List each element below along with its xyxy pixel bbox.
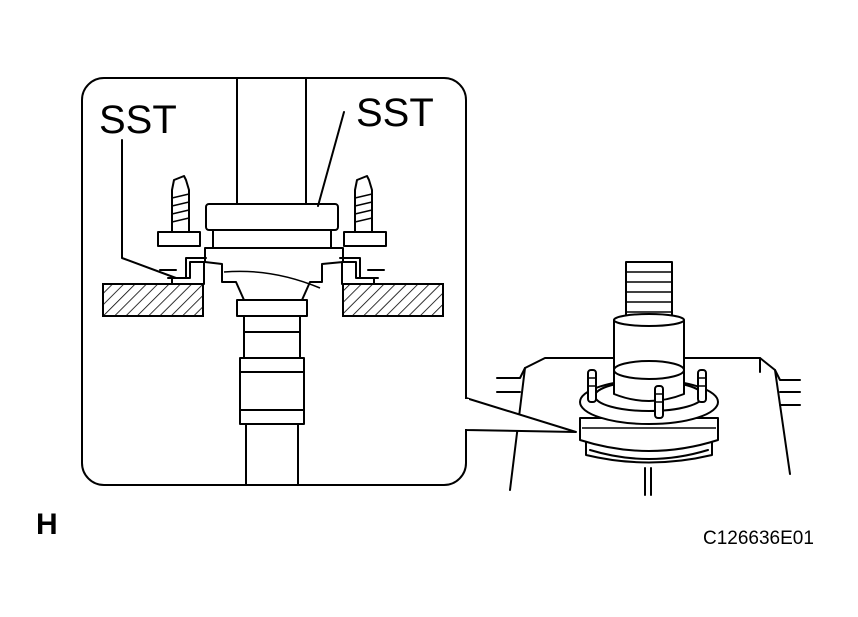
sst-seal-guide-right — [339, 257, 385, 285]
housing-section-right — [342, 283, 444, 317]
hub-bolts — [587, 369, 707, 419]
detail-inset — [81, 77, 577, 486]
sst-leader-left — [121, 139, 177, 279]
hub-body — [204, 229, 344, 485]
assembly-overview — [496, 261, 801, 496]
sst-label-left: SST — [99, 98, 177, 142]
hub-bolt-right — [343, 175, 387, 247]
sst-press-plate — [205, 203, 339, 231]
figure-code: C126636E01 — [703, 528, 814, 549]
housing-section-left — [102, 283, 204, 317]
figure-letter: H — [36, 508, 58, 541]
press-shaft — [236, 78, 307, 209]
hub-flange — [579, 360, 719, 496]
sst-leader-right — [317, 111, 345, 207]
hub-bolt-left — [157, 175, 201, 247]
sst-label-right: SST — [356, 91, 434, 135]
